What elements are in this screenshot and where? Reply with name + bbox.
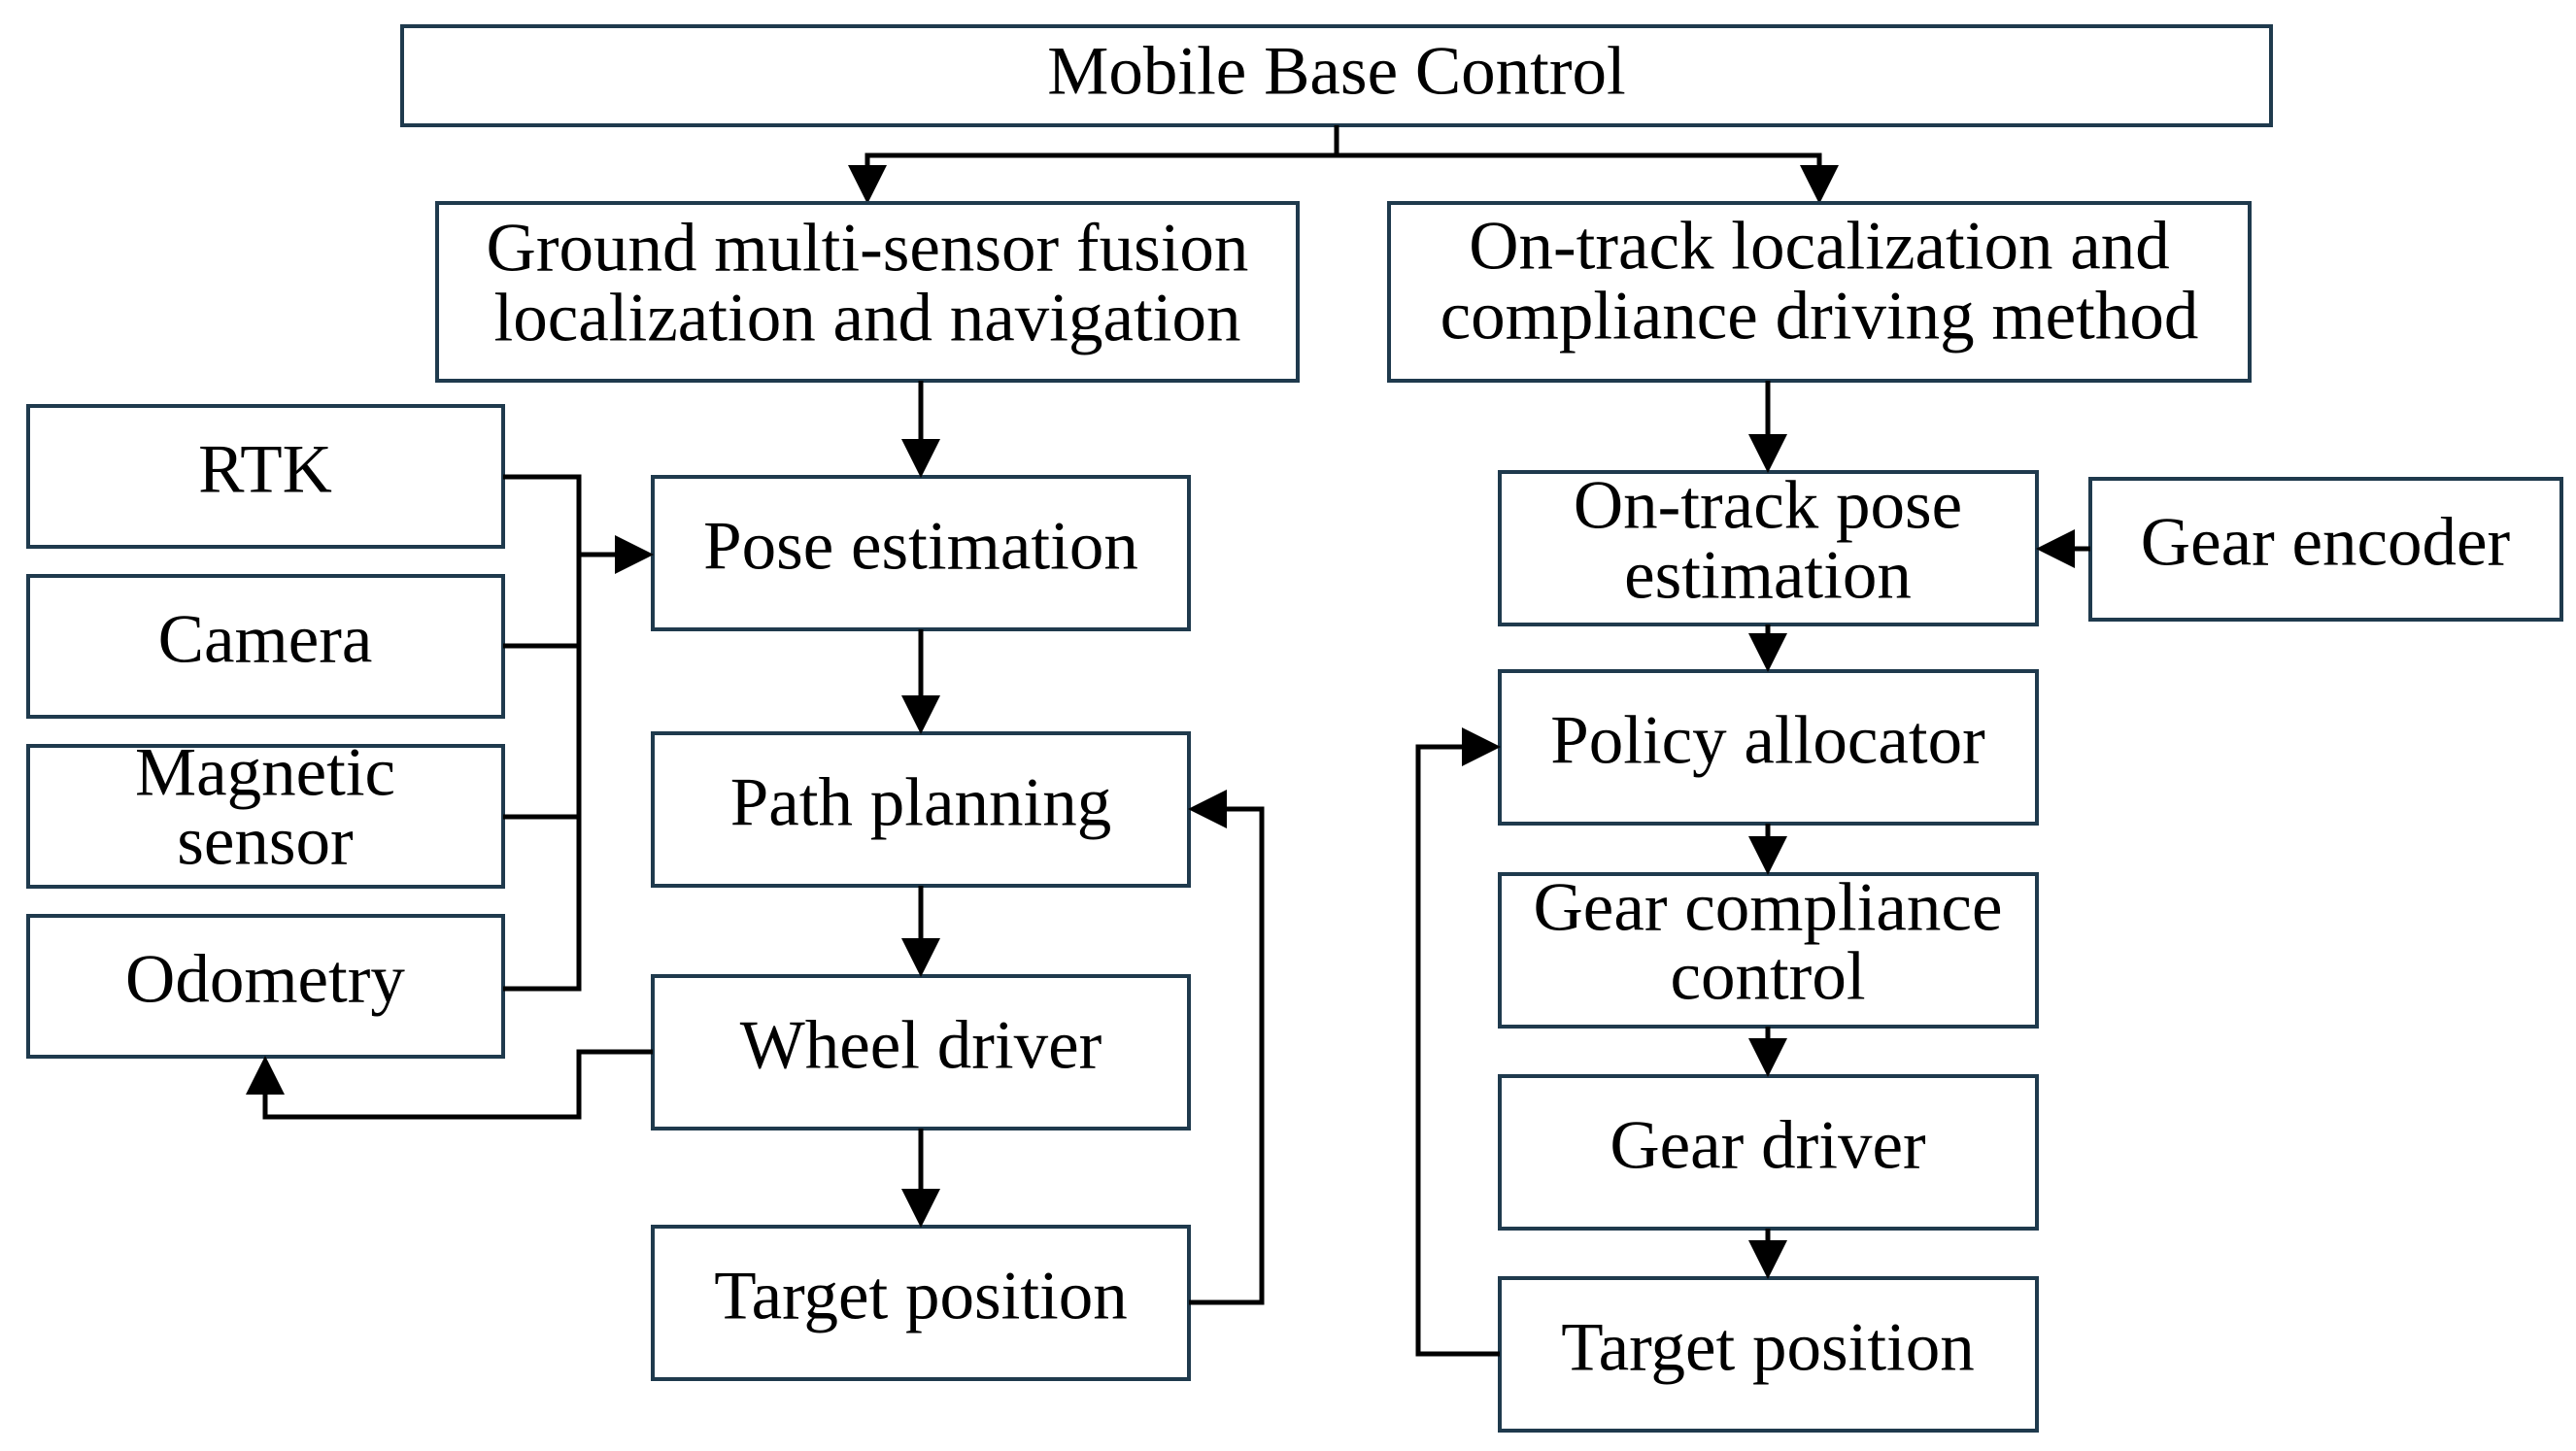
sensor-magnetic-label-line1: Magnetic [135,734,395,810]
left-pose-estimation-label: Pose estimation [703,508,1138,584]
title-right-connector [1337,152,1839,204]
right-header-line2: compliance driving method [1441,278,2199,354]
right-pose-estimation-label-line2: estimation [1624,537,1912,613]
title-text: Mobile Base Control [1047,33,1626,109]
gear-compliance-control-label-line1: Gear compliance [1534,869,2003,945]
title-split-connector [848,125,1339,204]
policy-allocator-label: Policy allocator [1550,702,1985,778]
target-to-path-feedback-arrow [1188,790,1265,1305]
policy-allocator-box: Policy allocator [1498,669,2039,826]
sensor-bus-line [503,474,582,992]
target-to-policy-feedback-arrow [1415,727,1501,1357]
right-target-position-label: Target position [1561,1309,1975,1385]
sensor-camera-label: Camera [158,601,373,677]
right-pose-estimation-box: On-track pose estimation [1498,467,2039,626]
left-path-planning-label: Path planning [730,764,1111,840]
sensor-magnetic-box: Magnetic sensor [26,734,505,889]
title-box: Mobile Base Control [400,24,2273,127]
wheel-to-odometry-feedback-arrow [246,1049,653,1120]
left-header-line2: localization and navigation [494,280,1241,355]
sensor-odometry-box: Odometry [26,914,505,1059]
right-header-line1: On-track localization and [1469,208,2170,284]
gear-driver-box: Gear driver [1498,1074,2039,1231]
gear-encoder-box: Gear encoder [2088,477,2563,622]
sensor-odometry-label: Odometry [125,941,405,1017]
left-header-line1: Ground multi-sensor fusion [487,210,1249,286]
right-branch-header: On-track localization and compliance dri… [1387,201,2252,383]
left-path-planning-box: Path planning [651,731,1191,888]
right-target-position-box: Target position [1498,1276,2039,1433]
sensor-rtk-box: RTK [26,404,505,549]
left-wheel-driver-label: Wheel driver [740,1007,1102,1083]
sensor-magnetic-label-line2: sensor [177,803,354,879]
sensor-camera-box: Camera [26,574,505,719]
left-wheel-driver-box: Wheel driver [651,974,1191,1130]
left-target-position-label: Target position [714,1258,1128,1333]
gear-compliance-control-label-line2: control [1670,938,1865,1014]
gear-encoder-label: Gear encoder [2141,504,2511,580]
gear-driver-label: Gear driver [1610,1107,1926,1183]
right-pose-estimation-label-line1: On-track pose [1574,467,1962,543]
left-target-position-box: Target position [651,1225,1191,1381]
sensor-rtk-label: RTK [198,431,332,507]
left-pose-estimation-box: Pose estimation [651,475,1191,631]
gear-compliance-control-box: Gear compliance control [1498,869,2039,1029]
left-branch-header: Ground multi-sensor fusion localization … [435,201,1300,383]
